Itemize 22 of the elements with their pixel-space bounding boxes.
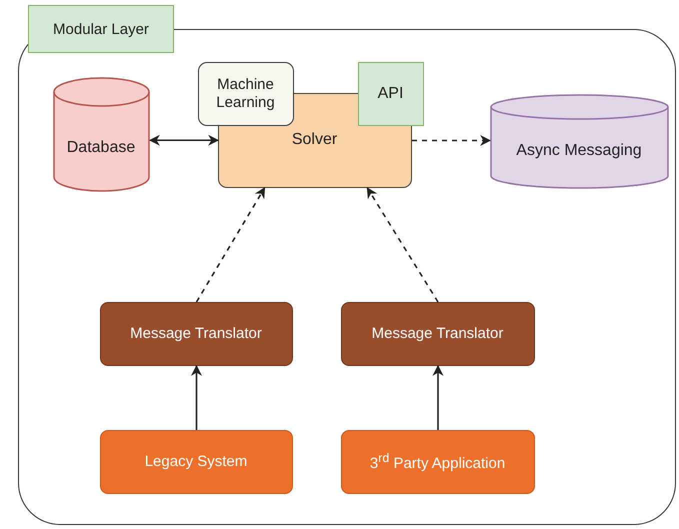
node-label: Database: [66, 138, 136, 157]
arrow: [196, 187, 266, 302]
node-label: Message Translator: [372, 324, 504, 342]
application-box: [340, 430, 534, 494]
node-label: Async Messaging: [516, 140, 642, 160]
system-box: [100, 430, 292, 494]
node-label: Solver: [292, 130, 338, 150]
node-label: 3$^{rd}$ Party Application: [370, 450, 506, 472]
machine-learning-box: [198, 62, 294, 126]
layer-label: Modular Layer: [28, 5, 174, 53]
arrow: [148, 134, 220, 146]
node-label: API: [378, 84, 404, 104]
translator-box: [340, 302, 534, 366]
node-label: Message Translator: [130, 324, 262, 342]
translator-box: [100, 302, 292, 366]
node-label: Legacy System: [144, 452, 248, 470]
arrow: [432, 364, 444, 430]
arrow: [366, 187, 439, 302]
node-label: Machine Learning: [215, 76, 276, 112]
api-box: [358, 62, 424, 126]
arrow: [191, 364, 202, 430]
arrow: [412, 135, 492, 146]
